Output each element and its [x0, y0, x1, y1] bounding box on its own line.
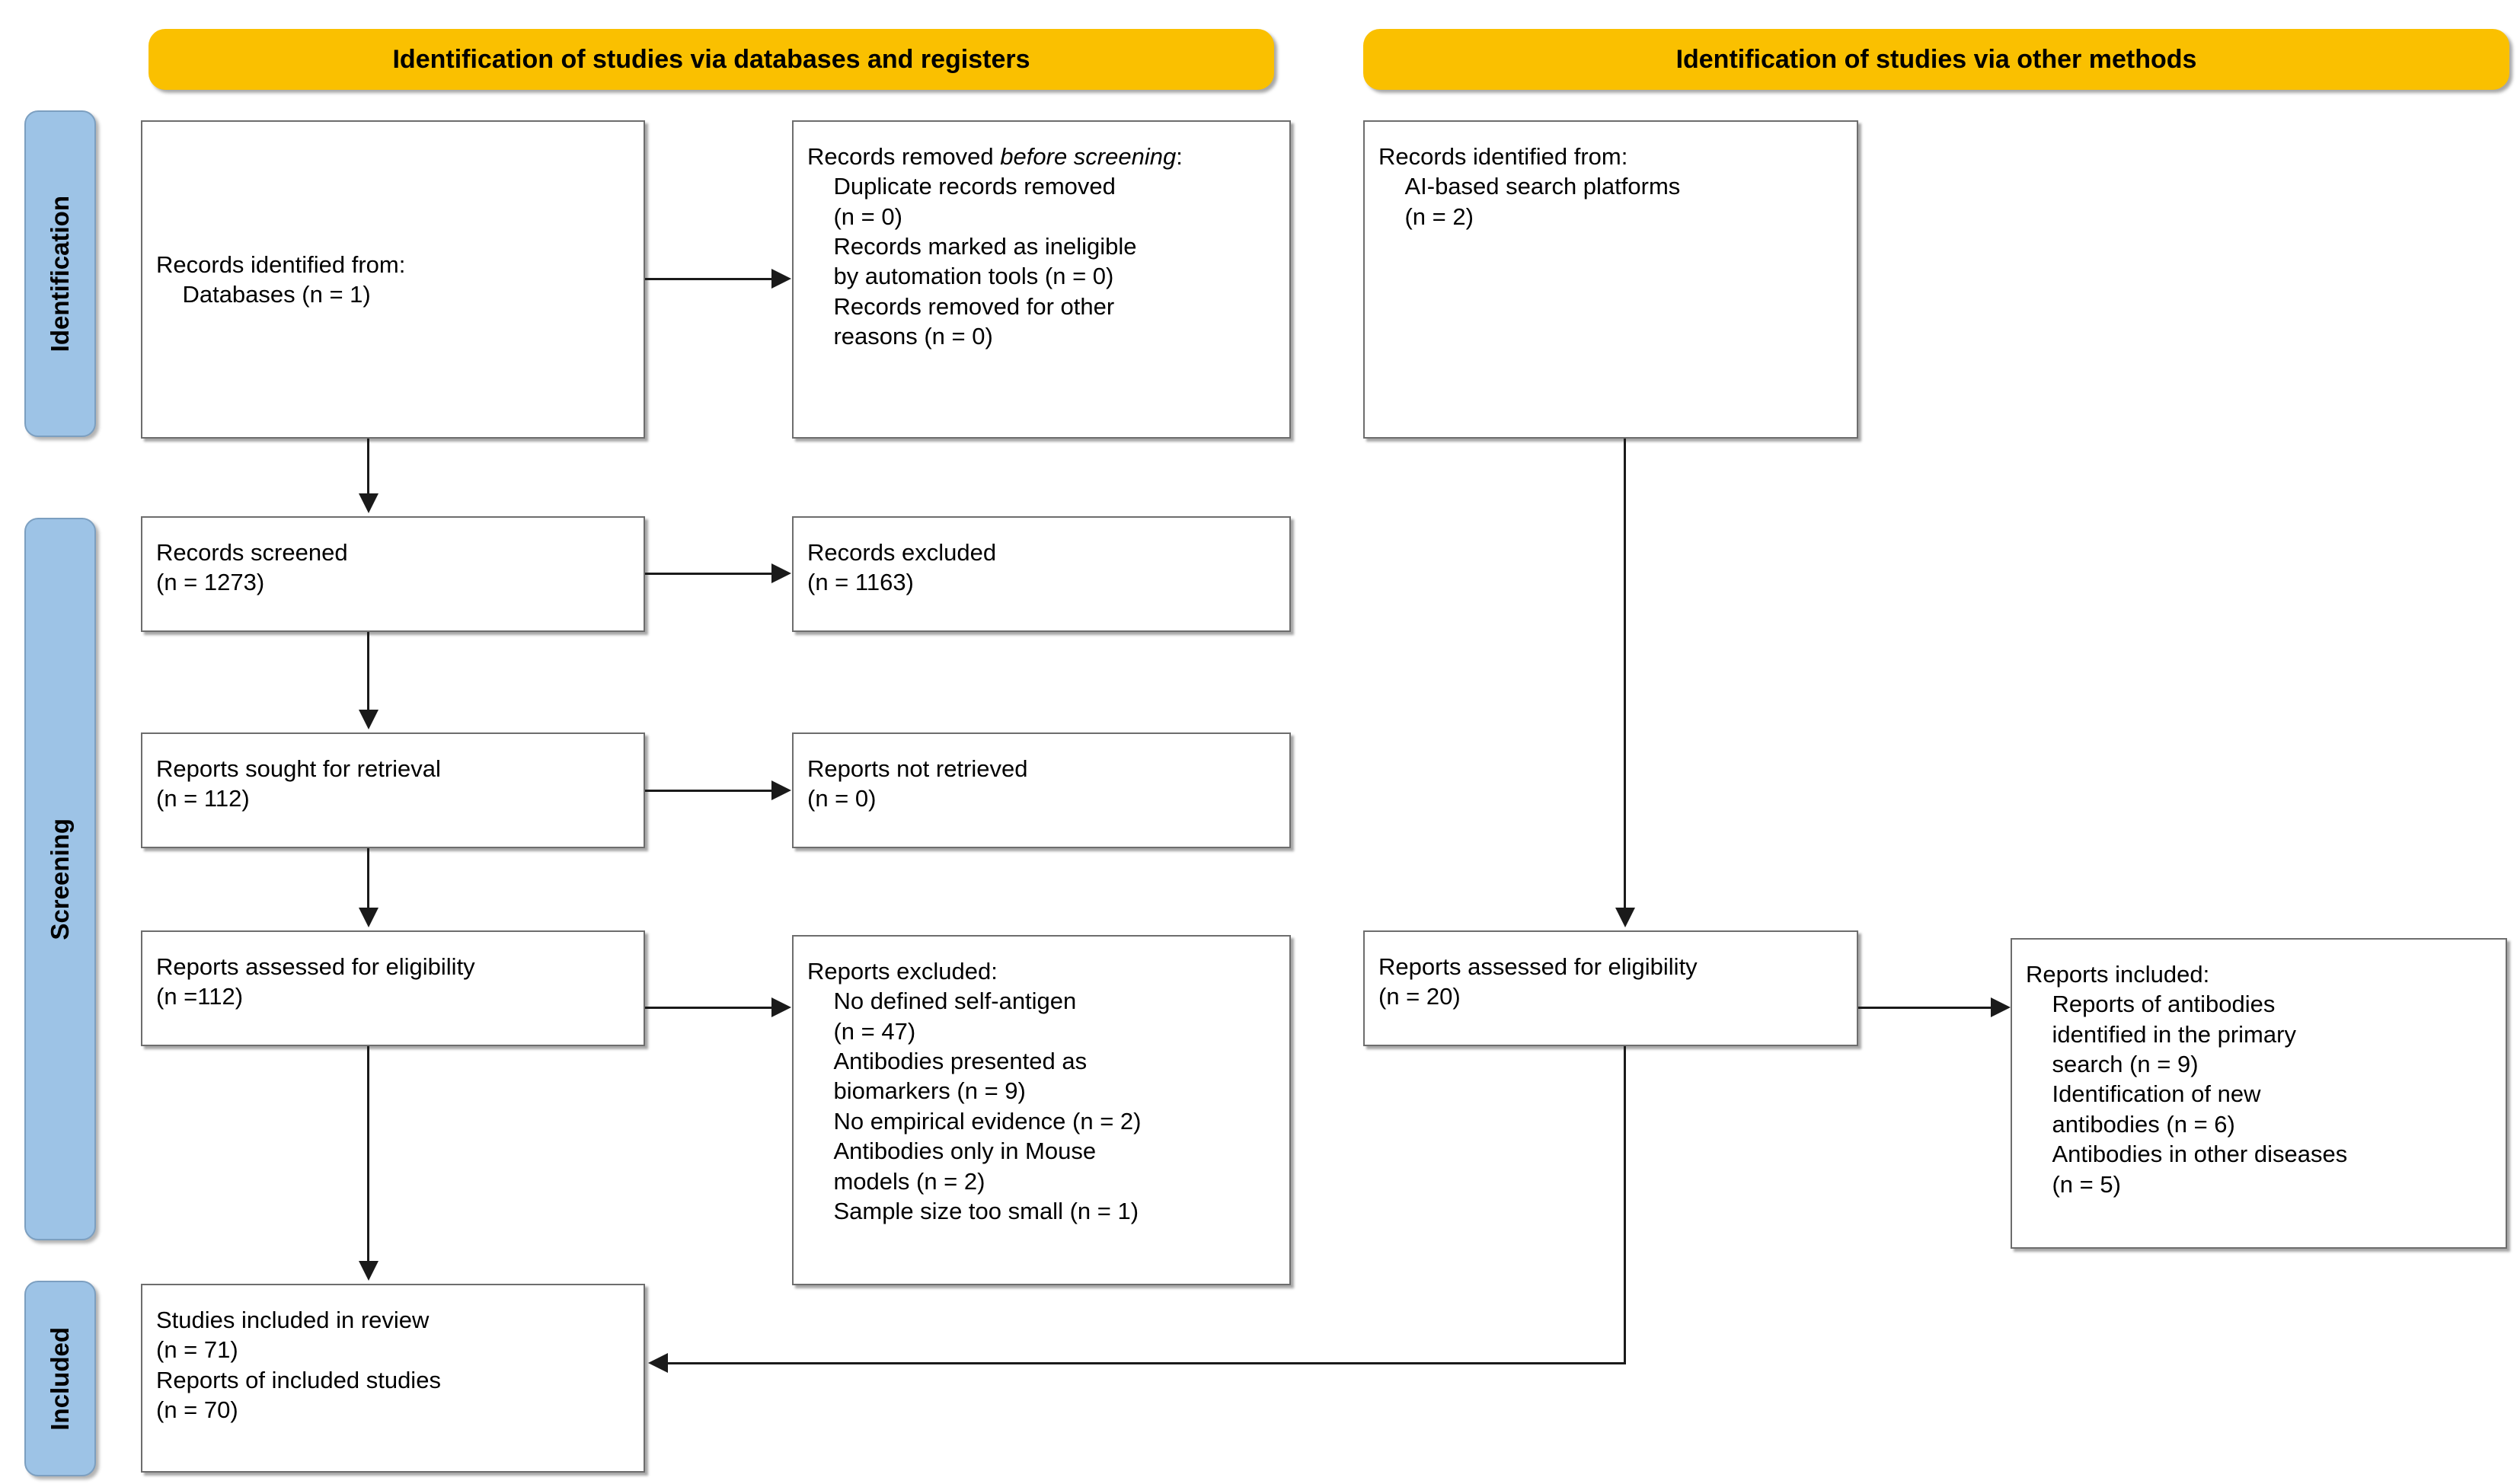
box-reports-sought-for-retrieval-text: Reports sought for retrieval (n = 112): [156, 755, 441, 812]
header-banner-other-methods: Identification of studies via other meth…: [1363, 29, 2509, 90]
stage-label-screening-text: Screening: [46, 818, 74, 940]
arrowhead-assessed-to-studies-included: [359, 1261, 379, 1281]
arrowhead-sought-to-not-retrieved: [771, 780, 791, 800]
stage-label-included-text: Included: [46, 1326, 74, 1431]
box-records-removed-before-screening: Records removed before screening: Duplic…: [792, 120, 1291, 439]
records-removed-rest: : Duplicate records removed (n = 0) Reco…: [833, 143, 1183, 350]
stage-label-identification-text: Identification: [46, 195, 74, 353]
connector-assessed-right-to-included: [1858, 1007, 1991, 1009]
connector-identified-to-removed: [645, 278, 771, 280]
arrowhead-assessed-right-to-included: [1991, 997, 2011, 1017]
box-records-removed-before-screening-text: Records removed before screening: Duplic…: [794, 122, 1289, 352]
box-records-identified-databases-text: Records identified from: Databases (n = …: [156, 251, 406, 308]
box-reports-excluded-text: Reports excluded: No defined self-antige…: [807, 958, 1142, 1224]
arrowhead-other-identified-to-assessed: [1615, 908, 1635, 927]
records-removed-emphasis: before screening: [1000, 143, 1177, 170]
records-removed-lead: Records removed: [807, 143, 1001, 170]
connector-assessed-right-down: [1624, 1046, 1626, 1364]
box-records-screened: Records screened (n = 1273): [141, 516, 645, 632]
box-reports-excluded: Reports excluded: No defined self-antige…: [792, 935, 1291, 1285]
box-reports-assessed-eligibility-left-text: Reports assessed for eligibility (n =112…: [156, 953, 475, 1010]
arrowhead-sought-to-assessed: [359, 908, 379, 927]
box-reports-included-text: Reports included: Reports of antibodies …: [2026, 961, 2348, 1198]
box-reports-assessed-eligibility-left: Reports assessed for eligibility (n =112…: [141, 930, 645, 1046]
connector-assessed-to-studies-included: [367, 1046, 369, 1261]
box-studies-included-in-review: Studies included in review (n = 71) Repo…: [141, 1284, 645, 1473]
arrowhead-screened-to-sought: [359, 710, 379, 729]
connector-screened-to-sought: [367, 632, 369, 710]
connector-assessed-right-to-studies-included: [668, 1362, 1626, 1364]
box-reports-assessed-eligibility-right-text: Reports assessed for eligibility (n = 20…: [1378, 953, 1698, 1010]
box-reports-not-retrieved-text: Reports not retrieved (n = 0): [807, 755, 1028, 812]
box-records-excluded-text: Records excluded (n = 1163): [807, 539, 997, 596]
arrowhead-identified-to-screened: [359, 493, 379, 513]
arrowhead-assessed-right-to-studies-included: [648, 1353, 668, 1373]
stage-label-included: Included: [24, 1281, 96, 1476]
arrowhead-assessed-to-reports-excluded: [771, 997, 791, 1017]
header-banner-databases: Identification of studies via databases …: [149, 29, 1274, 90]
header-banner-databases-label: Identification of studies via databases …: [392, 44, 1030, 74]
box-records-identified-databases: Records identified from: Databases (n = …: [141, 120, 645, 439]
connector-sought-to-assessed: [367, 848, 369, 908]
box-reports-not-retrieved: Reports not retrieved (n = 0): [792, 732, 1291, 848]
box-records-screened-text: Records screened (n = 1273): [156, 539, 348, 596]
stage-label-identification: Identification: [24, 110, 96, 437]
arrowhead-identified-to-removed: [771, 269, 791, 289]
connector-other-identified-to-assessed: [1624, 439, 1626, 908]
box-reports-assessed-eligibility-right: Reports assessed for eligibility (n = 20…: [1363, 930, 1858, 1046]
box-reports-included: Reports included: Reports of antibodies …: [2011, 938, 2507, 1249]
box-records-identified-other-methods: Records identified from: AI-based search…: [1363, 120, 1858, 439]
box-records-excluded: Records excluded (n = 1163): [792, 516, 1291, 632]
connector-identified-to-screened: [367, 439, 369, 493]
box-reports-sought-for-retrieval: Reports sought for retrieval (n = 112): [141, 732, 645, 848]
box-records-identified-other-methods-text: Records identified from: AI-based search…: [1378, 143, 1681, 230]
connector-assessed-to-reports-excluded: [645, 1007, 771, 1009]
box-studies-included-in-review-text: Studies included in review (n = 71) Repo…: [156, 1307, 441, 1424]
arrowhead-screened-to-excluded: [771, 563, 791, 583]
connector-sought-to-not-retrieved: [645, 790, 771, 792]
connector-screened-to-excluded: [645, 573, 771, 575]
header-banner-other-methods-label: Identification of studies via other meth…: [1675, 44, 2197, 74]
stage-label-screening: Screening: [24, 518, 96, 1240]
